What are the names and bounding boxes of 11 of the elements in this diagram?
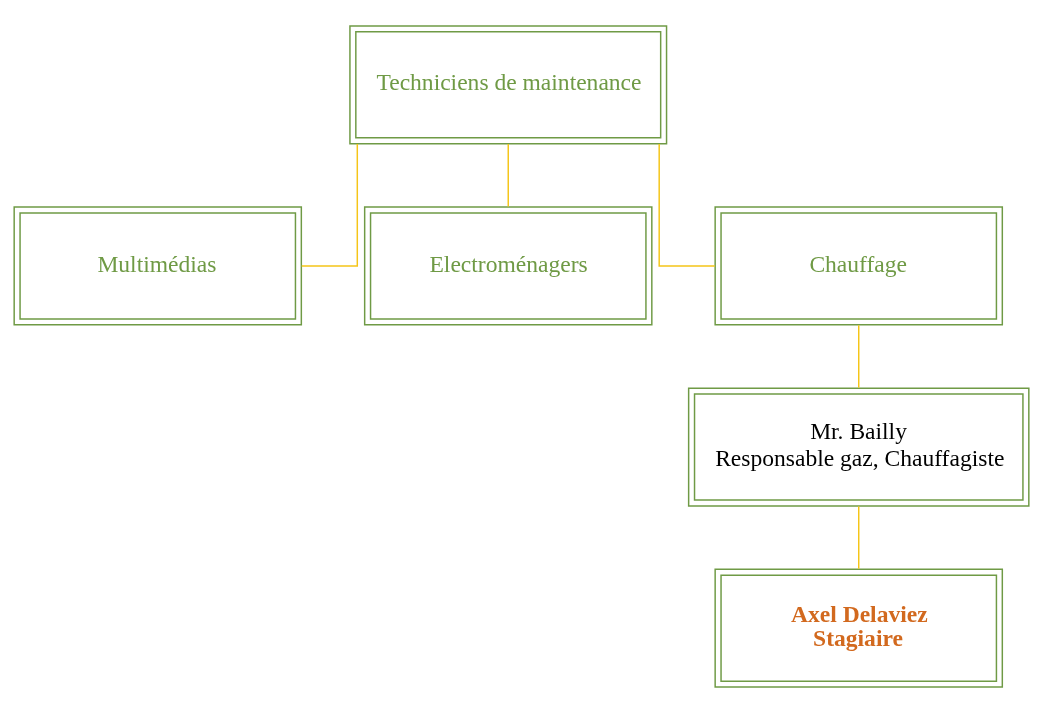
connector [658,143,716,267]
node-box: Axel Delaviez Stagiaire [714,568,1004,688]
node-box: Techniciens de maintenance [349,25,668,145]
connector [858,505,860,570]
node-box: Mr. Bailly Responsable gaz, Chauffagiste [687,387,1030,507]
node-box: Multimédias [13,206,303,326]
node-box: Chauffage [714,206,1004,326]
connector [858,324,860,389]
node-box: Electroménagers [363,206,653,326]
connector [301,143,359,267]
connector [507,143,509,208]
